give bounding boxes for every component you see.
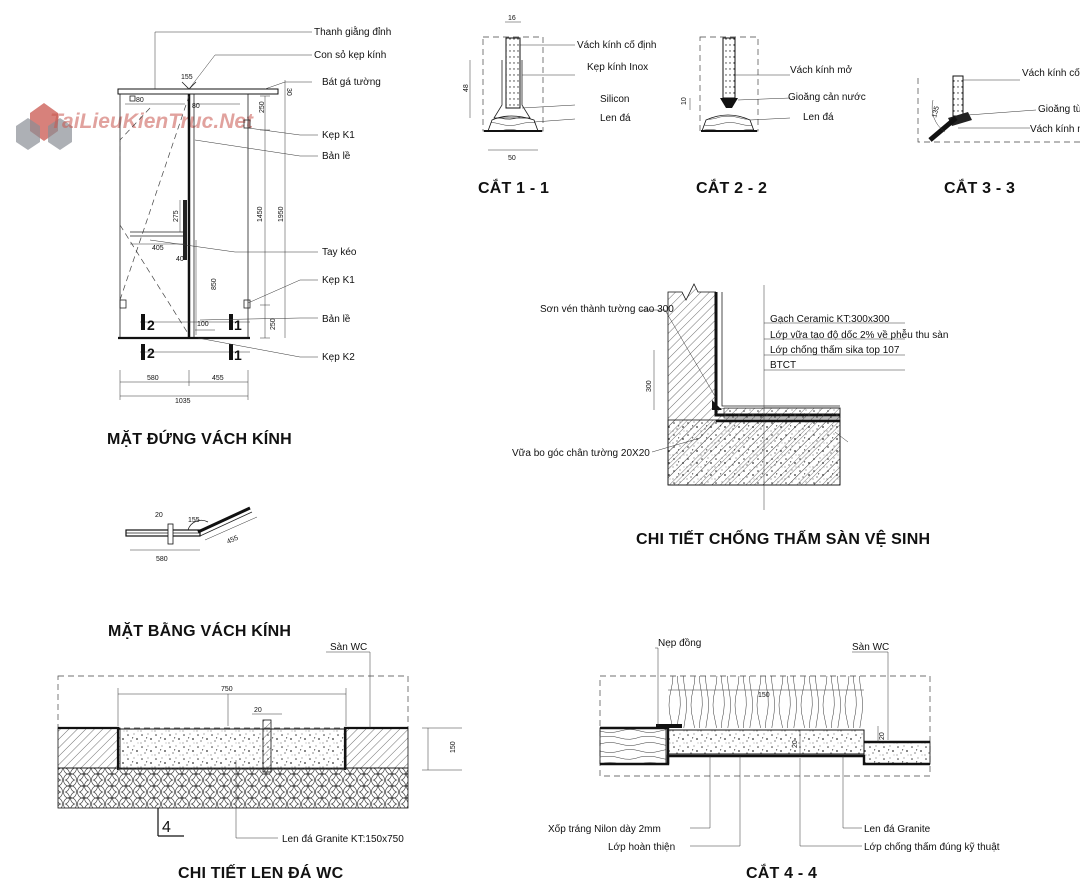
dim-30: 30	[285, 88, 292, 96]
dim-850: 850	[211, 278, 218, 290]
cut44-label-brass-strip: Nẹp đồng	[658, 637, 701, 649]
title-cut33: CẮT 3 - 3	[944, 178, 1015, 197]
skirting-detail: Sàn WC Len đá Granite KT:150x750 750 20 …	[57, 642, 462, 845]
dim-250-bottom: 250	[270, 318, 277, 330]
skirt-dim-20: 20	[254, 707, 262, 714]
dim-100: 100	[197, 321, 209, 328]
cut44-label-foam: Xốp tráng Nilon dày 2mm	[548, 823, 661, 835]
wp-label-corner-mortar: Vữa bo góc chân tường 20X20	[512, 448, 650, 459]
waterproof-detail: Sơn vén thành tường cao 300 Gạch Ceramic…	[512, 283, 948, 510]
cut44-dim-20-b: 20	[879, 732, 886, 740]
cut22-label-door-glass: Vách kính mở	[790, 64, 853, 76]
title-elevation: MẶT ĐỨNG VÁCH KÍNH	[107, 429, 292, 448]
section-marker-1-top: 1	[234, 317, 242, 333]
title-waterproof: CHI TIẾT CHỐNG THẤM SÀN VỆ SINH	[636, 528, 930, 548]
label-clamp-k1-bottom: Kẹp K1	[322, 275, 355, 286]
wp-label-concrete: BTCT	[770, 360, 796, 371]
cut33-label-door-glass: Vách kính mở	[1030, 123, 1080, 135]
section-marker-1-bottom: 1	[234, 347, 242, 363]
section-4-4: Nẹp đồng Sàn WC Xốp tráng Nilon dày 2mm …	[548, 637, 1000, 853]
skirt-dim-750: 750	[221, 686, 233, 693]
label-handle: Tay kéo	[322, 247, 357, 258]
dim-1950: 1950	[278, 206, 285, 222]
dim-580: 580	[147, 375, 159, 382]
section-marker-4: 4	[162, 819, 171, 836]
plan-dim-155: 155	[188, 517, 200, 524]
section-1-1: Vách kính cố định Kẹp kính Inox Silicon …	[463, 15, 657, 162]
label-clamp-k2: Kẹp K2	[322, 352, 355, 363]
title-cut22: CẮT 2 - 2	[696, 178, 767, 197]
title-cut44: CẮT 4 - 4	[746, 863, 817, 882]
plan-dim-20: 20	[155, 512, 163, 519]
skirt-label-wc-floor: Sàn WC	[330, 642, 367, 653]
cut44-label-waterproof-layer: Lớp chống thấm đúng kỹ thuật	[864, 841, 1000, 853]
handle-bar	[183, 200, 187, 260]
label-wall-bracket: Bát gá tường	[322, 77, 381, 88]
section-marker-2-bottom: 2	[147, 345, 155, 361]
cut33-label-fixed-glass: Vách kính cố đ	[1022, 67, 1080, 79]
wp-label-sika-layer: Lớp chống thấm sika top 107	[770, 344, 900, 356]
dim-40: 40	[176, 256, 184, 263]
cut11-dim-50: 50	[508, 155, 516, 162]
section-3-3: Vách kính cố đ Gioăng từ Vách kính mở 13…	[917, 67, 1080, 143]
plan-dim-580: 580	[156, 556, 168, 563]
label-clamp-k1-top: Kẹp K1	[322, 130, 355, 141]
section-marker-2-top: 2	[147, 317, 155, 333]
wp-label-ceramic-tile: Gạch Ceramic KT:300x300	[770, 314, 890, 325]
cut44-label-granite: Len đá Granite	[864, 824, 931, 835]
cut44-label-wc-floor: Sàn WC	[852, 642, 889, 653]
dim-155: 155	[181, 74, 193, 81]
cut44-dim-150: 150	[758, 692, 770, 699]
logo-hex-2	[16, 118, 40, 150]
cut22-dim-10: 10	[681, 97, 688, 105]
logo-hex-3	[48, 118, 72, 150]
cut11-label-silicon: Silicon	[600, 94, 629, 105]
dim-455: 455	[212, 375, 224, 382]
cut11-label-inox-clamp: Kẹp kính Inox	[587, 62, 648, 73]
dim-275: 275	[173, 210, 180, 222]
label-top-tie: Thanh giằng đỉnh	[314, 25, 391, 38]
wp-label-paint-up-wall: Sơn vén thành tường cao 300	[540, 304, 674, 315]
cut22-label-stone: Len đá	[803, 112, 834, 123]
cut22-label-water-seal: Gioăng cản nước	[788, 92, 866, 103]
plan-dim-455: 455	[226, 535, 240, 546]
label-hinge-top: Bản lề	[322, 150, 351, 162]
skirt-label-granite: Len đá Granite KT:150x750	[282, 834, 404, 845]
wp-dim-300: 300	[646, 380, 653, 392]
watermark-text: TaiLieuKienTruc.Net	[50, 110, 254, 133]
wp-label-slope-mortar: Lớp vữa tạo độ dốc 2% về phễu thu sàn	[770, 328, 948, 341]
title-skirting: CHI TIẾT LEN ĐÁ WC	[178, 863, 344, 882]
top-rail	[117, 88, 279, 95]
plan-drawing: 20 155 580 455	[125, 506, 258, 563]
dim-405: 405	[152, 245, 164, 252]
label-hinge-bottom: Bản lề	[322, 313, 351, 325]
title-cut11: CẮT 1 - 1	[478, 178, 549, 197]
cut44-dim-20-a: 20	[792, 740, 799, 748]
title-plan: MẶT BẰNG VÁCH KÍNH	[108, 621, 291, 640]
cut11-label-fixed-glass: Vách kính cố định	[577, 39, 657, 51]
dim-250-top: 250	[259, 101, 266, 113]
section-2-2: Vách kính mở Gioăng cản nước Len đá 10	[681, 36, 866, 132]
cut33-dim-135: 135	[931, 105, 941, 118]
skirt-dim-150: 150	[450, 741, 457, 753]
dim-80b: 80	[192, 103, 200, 110]
dim-1450: 1450	[257, 206, 264, 222]
cut44-label-finish-layer: Lớp hoàn thiện	[608, 842, 675, 853]
dim-80: 80	[136, 97, 144, 104]
label-glass-clamp-bolt: Con sỏ kẹp kính	[314, 49, 386, 61]
cut11-dim-16: 16	[508, 15, 516, 22]
elevation-drawing: Thanh giằng đỉnh Con sỏ kẹp kính Bát gá …	[117, 25, 391, 405]
cut11-label-stone: Len đá	[600, 113, 631, 124]
cut33-label-magnetic-seal: Gioăng từ	[1038, 104, 1080, 115]
watermark-logo: TaiLieuKienTruc.Net	[16, 103, 254, 150]
dim-1035: 1035	[175, 398, 191, 405]
cut11-dim-48: 48	[463, 84, 470, 92]
